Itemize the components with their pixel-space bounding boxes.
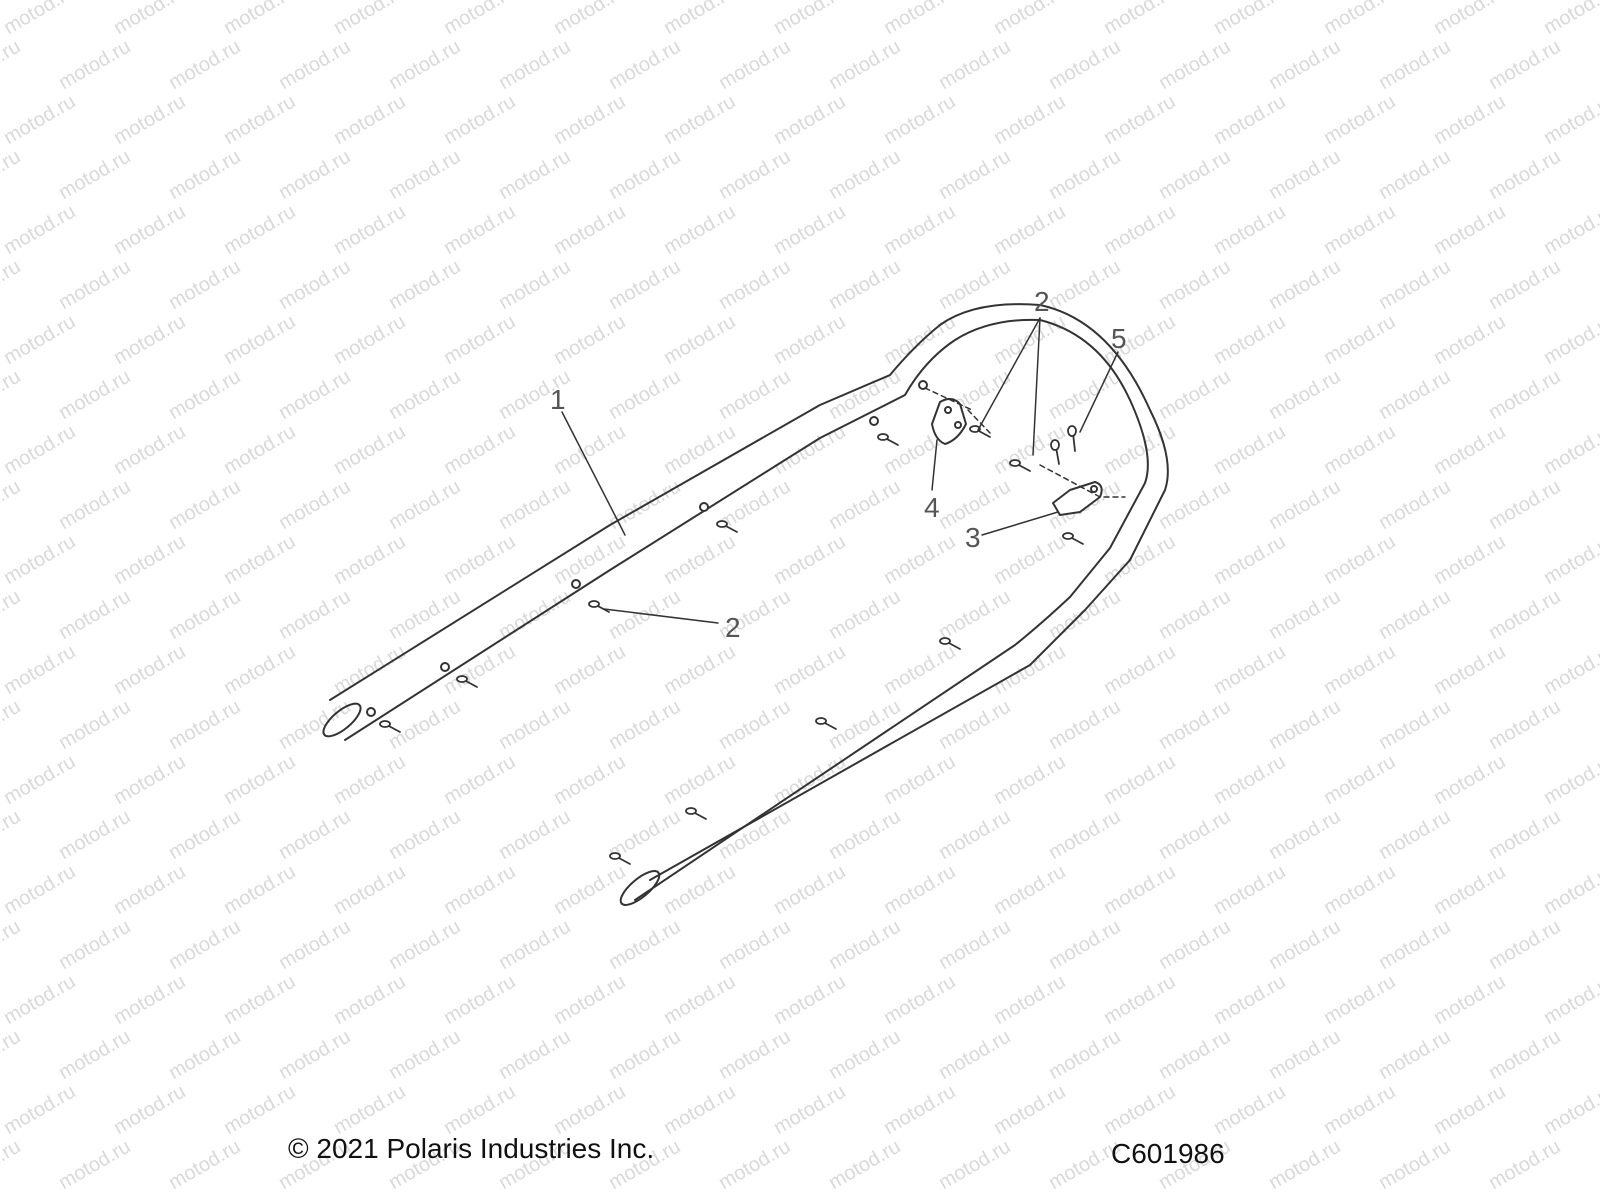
- bolt-icon: [877, 433, 899, 446]
- screw-icon: [1067, 425, 1077, 452]
- leader-2b: [603, 608, 719, 624]
- bolt-icon: [685, 807, 707, 820]
- leader-5: [1079, 351, 1119, 433]
- leader-2a-2: [1032, 317, 1041, 456]
- leader-4: [931, 439, 938, 491]
- bolt-icon: [1062, 532, 1084, 545]
- leader-1: [561, 411, 626, 536]
- bolt-icon: [456, 675, 478, 688]
- bolt-icon: [716, 520, 738, 533]
- leader-3: [981, 511, 1059, 536]
- bolt-icon: [588, 600, 610, 613]
- callout-2-mid: 2: [725, 612, 741, 643]
- callout-3: 3: [965, 522, 981, 553]
- tube-hole: [366, 707, 376, 717]
- callout-1: 1: [550, 384, 566, 415]
- tube-end-left: [322, 702, 362, 738]
- bolt-icon: [379, 720, 401, 733]
- tube-hole: [440, 662, 450, 672]
- tube-hole: [869, 416, 879, 426]
- bracket-hole: [944, 406, 952, 414]
- callout-4: 4: [924, 492, 940, 523]
- callout-2-top: 2: [1034, 286, 1050, 317]
- tube-hole: [571, 579, 581, 589]
- bumper-tube: [322, 303, 1169, 906]
- tube-mounting-holes: [366, 380, 928, 717]
- bolt-icon: [609, 852, 631, 865]
- bracket-hole: [1090, 485, 1098, 493]
- callout-5: 5: [1111, 323, 1127, 354]
- drawing-number: C601986: [1111, 1138, 1225, 1169]
- bolt-icon: [1009, 459, 1031, 472]
- copyright-text: © 2021 Polaris Industries Inc.: [288, 1133, 655, 1164]
- tube-hole: [699, 502, 709, 512]
- bracket-3: [1052, 481, 1103, 516]
- alignment-lines: [924, 387, 1126, 498]
- bracket-4: [931, 398, 967, 445]
- bracket-hole: [954, 421, 962, 429]
- fasteners: [379, 425, 1084, 865]
- tube-hole: [918, 380, 928, 390]
- leader-lines: [561, 317, 1119, 624]
- screw-icon: [1050, 439, 1060, 465]
- bolt-icon: [815, 717, 837, 730]
- tube-end-right: [619, 870, 661, 906]
- bolt-icon: [939, 637, 961, 650]
- leader-2a-1: [977, 317, 1041, 431]
